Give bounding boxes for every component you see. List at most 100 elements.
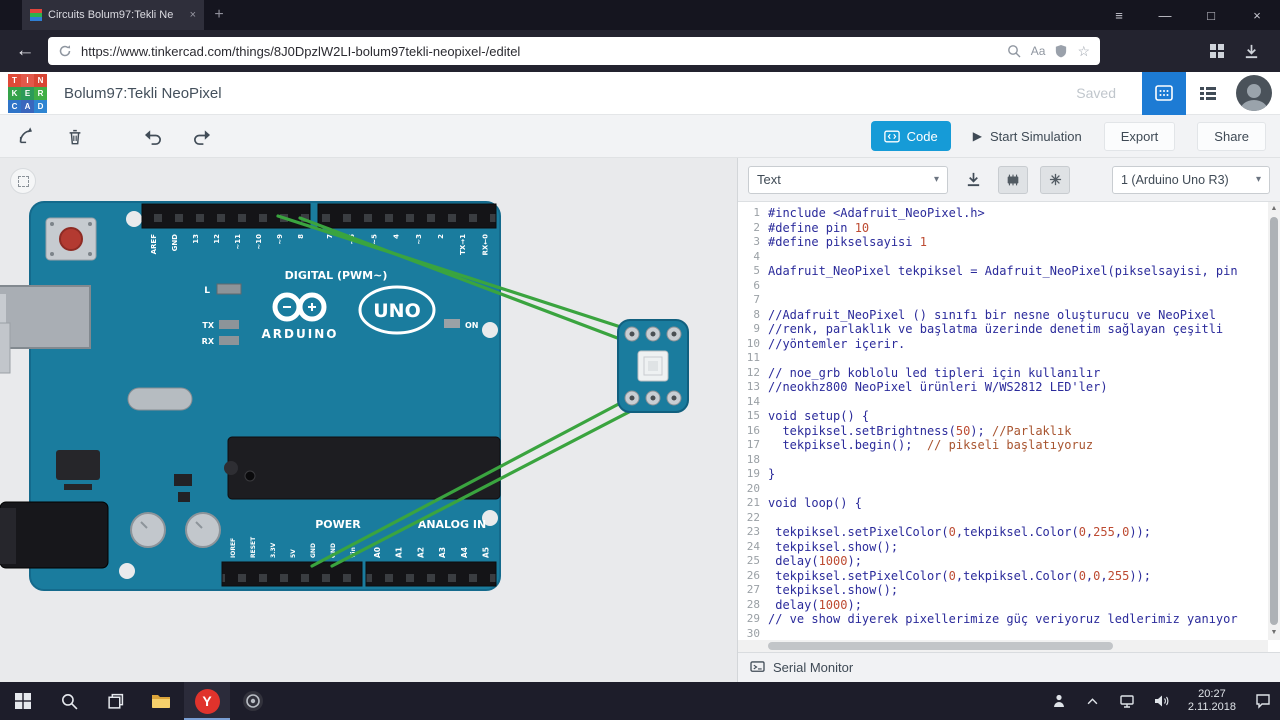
serial-monitor-bar[interactable]: Serial Monitor — [738, 652, 1280, 682]
share-button[interactable]: Share — [1197, 121, 1266, 151]
code-line[interactable]: 29// ve show diyerek pixellerimize güç v… — [746, 612, 1238, 626]
wire-signal-2[interactable] — [298, 216, 630, 344]
code-line[interactable]: 20 — [746, 481, 760, 495]
power-header[interactable] — [221, 561, 363, 587]
tray-chevron-up-icon[interactable] — [1076, 682, 1110, 720]
window-maximize-button[interactable]: □ — [1207, 7, 1215, 23]
code-line[interactable]: 17 tekpiksel.begin(); // pikseli başlatı… — [746, 438, 1094, 452]
scroll-down-arrow[interactable]: ▼ — [1270, 629, 1278, 636]
debug-button[interactable] — [1040, 165, 1070, 194]
code-line[interactable]: 28 delay(1000); — [746, 597, 862, 612]
code-line[interactable]: 24 tekpiksel.show(); — [746, 539, 899, 554]
browser-tab[interactable]: Circuits Bolum97:Tekli Ne × — [22, 0, 204, 30]
start-button[interactable] — [0, 682, 46, 720]
task-view-button[interactable] — [92, 682, 138, 720]
code-line[interactable]: 25 delay(1000); — [746, 554, 862, 568]
code-line[interactable]: 26 tekpiksel.setPixelColor(0,tekpiksel.C… — [746, 568, 1151, 583]
start-simulation-button[interactable]: ▶ Start Simulation — [973, 129, 1082, 144]
downloads-icon[interactable] — [1243, 43, 1260, 60]
code-line[interactable]: 13//neokhz800 NeoPixel ürünleri W/WS2812… — [746, 380, 1108, 394]
code-line[interactable]: 18 — [746, 452, 760, 466]
code-line[interactable]: 6 — [753, 278, 760, 292]
rotate-button[interactable] — [14, 123, 40, 149]
code-line[interactable]: 19} — [746, 467, 776, 481]
undo-button[interactable] — [140, 123, 166, 149]
redo-button[interactable] — [188, 123, 214, 149]
code-line[interactable]: 27 tekpiksel.show(); — [746, 583, 899, 597]
scroll-up-arrow[interactable]: ▲ — [1270, 205, 1278, 212]
zoom-to-fit-button[interactable] — [10, 168, 36, 194]
wire-signal-1[interactable] — [276, 214, 632, 332]
neopixel-pins-top[interactable] — [624, 326, 682, 342]
volume-icon[interactable] — [1144, 682, 1178, 720]
url-field[interactable]: https://www.tinkercad.com/things/8J0Dpzl… — [48, 37, 1100, 65]
code-line[interactable]: 8//Adafruit_NeoPixel () sınıfı bir nesne… — [753, 307, 1216, 322]
code-line[interactable]: 4 — [753, 249, 760, 263]
code-button[interactable]: Code — [870, 121, 951, 151]
wires[interactable] — [276, 214, 654, 568]
code-line[interactable]: 12// noe_grb koblolu led tipleri için ku… — [746, 365, 1101, 380]
digital-header-left[interactable] — [141, 203, 311, 229]
protect-shield-icon[interactable] — [1055, 44, 1067, 58]
translate-icon[interactable]: Aa — [1030, 44, 1046, 58]
bookmark-star-icon[interactable]: ☆ — [1077, 42, 1090, 59]
user-avatar[interactable] — [1236, 75, 1272, 111]
components-library-button[interactable] — [998, 165, 1028, 194]
horizontal-scroll-thumb[interactable] — [768, 642, 1113, 650]
action-center-button[interactable] — [1246, 682, 1280, 720]
window-minimize-button[interactable]: — — [1158, 7, 1172, 23]
code-line[interactable]: 3#define pikselsayisi 1 — [753, 235, 927, 249]
code-line[interactable]: 30 — [746, 626, 760, 640]
project-title[interactable]: Bolum97:Tekli NeoPixel — [64, 84, 222, 102]
tray-user-icon[interactable] — [1042, 682, 1076, 720]
recorder-app-button[interactable] — [230, 682, 276, 720]
new-tab-button[interactable]: + — [214, 6, 224, 23]
code-line[interactable]: 22 — [746, 510, 760, 524]
yandex-browser-button[interactable]: Y — [184, 682, 230, 720]
delete-button[interactable] — [62, 123, 88, 149]
reload-icon[interactable] — [58, 44, 72, 58]
neopixel-module[interactable] — [617, 319, 689, 413]
taskbar-clock[interactable]: 20:27 2.11.2018 — [1178, 682, 1246, 720]
code-line[interactable]: 10//yöntemler içerir. — [746, 336, 906, 351]
code-editor[interactable]: 1#include <Adafruit_NeoPixel.h>2#define … — [738, 202, 1280, 652]
code-line[interactable]: 11 — [746, 351, 760, 364]
code-line[interactable]: 9//renk, parlaklık ve başlatma üzerinde … — [753, 322, 1224, 336]
board-select[interactable]: 1 (Arduino Uno R3) ▾ — [1112, 165, 1270, 194]
window-close-button[interactable]: × — [1253, 7, 1261, 23]
url-text[interactable]: https://www.tinkercad.com/things/8J0Dpzl… — [81, 43, 521, 59]
code-line[interactable]: 2#define pin 10 — [753, 220, 870, 235]
code-line[interactable]: 1#include <Adafruit_NeoPixel.h> — [753, 206, 985, 220]
code-line[interactable]: 14 — [746, 394, 760, 408]
analog-header[interactable] — [365, 561, 497, 587]
browser-menu-icon[interactable]: ≡ — [1115, 7, 1123, 23]
vertical-scroll-thumb[interactable] — [1270, 217, 1278, 625]
code-line[interactable]: 23 tekpiksel.setPixelColor(0,tekpiksel.C… — [746, 525, 1151, 539]
reset-button[interactable] — [45, 217, 97, 261]
tab-close-icon[interactable]: × — [189, 9, 196, 21]
network-icon[interactable] — [1110, 682, 1144, 720]
neopixel-pins-bottom[interactable] — [624, 390, 682, 406]
digital-header-right[interactable] — [317, 203, 497, 229]
vertical-scrollbar[interactable]: ▲ ▼ — [1268, 202, 1280, 640]
back-button[interactable]: ← — [15, 40, 35, 61]
horizontal-scrollbar[interactable] — [738, 640, 1268, 652]
taskbar-search-button[interactable] — [46, 682, 92, 720]
collections-icon[interactable] — [1209, 43, 1225, 59]
wire-ground-2[interactable] — [330, 398, 654, 568]
code-line[interactable]: 7 — [753, 293, 760, 306]
wire-ground-1[interactable] — [310, 396, 632, 568]
code-line[interactable]: 16 tekpiksel.setBrightness(50); //Parlak… — [746, 423, 1072, 438]
components-list-button[interactable] — [1186, 72, 1230, 115]
page-search-icon[interactable] — [1007, 44, 1021, 58]
circuit-view-button[interactable] — [1142, 71, 1186, 115]
export-button[interactable]: Export — [1103, 121, 1176, 151]
download-code-button[interactable] — [960, 166, 986, 194]
